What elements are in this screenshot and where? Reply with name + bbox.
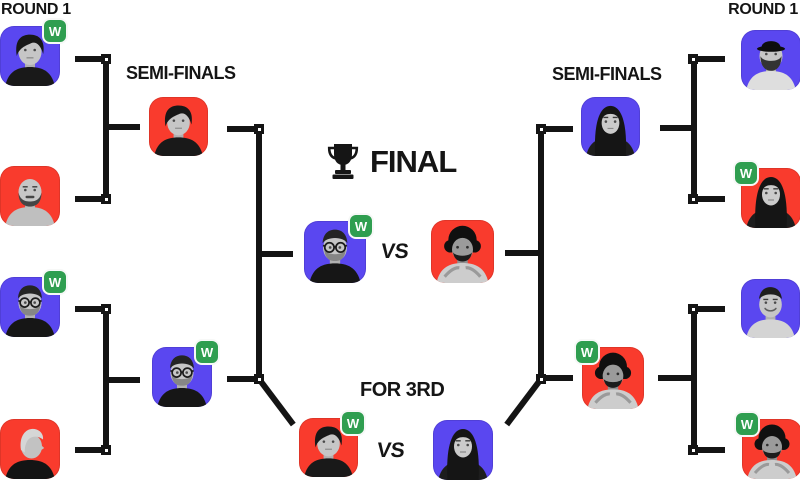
avatar-r-r1-p4[interactable]: W	[734, 411, 800, 479]
avatar-r-r1-p2[interactable]: W	[733, 160, 800, 228]
avatar-l-r1-p3[interactable]: W	[0, 269, 68, 337]
final-label: FINAL	[370, 143, 457, 179]
winner-badge: W	[574, 339, 600, 365]
man-dark-hair-icon	[304, 426, 353, 477]
bracket-line	[691, 306, 697, 453]
man-hat-beard-icon	[746, 41, 796, 90]
bracket-node	[536, 124, 546, 134]
avatar-l-sf-p1[interactable]	[149, 97, 208, 156]
bracket-node	[101, 54, 111, 64]
avatar-photo	[741, 30, 800, 90]
bracket-line	[538, 126, 544, 382]
bracket-node	[688, 445, 698, 455]
bracket-line	[75, 56, 106, 62]
man-bald-beard-icon	[5, 179, 55, 226]
semifinals-label-left: SEMI-FINALS	[126, 63, 236, 83]
bracket-node	[536, 374, 546, 384]
bracket-node	[101, 194, 111, 204]
bracket-line	[694, 56, 725, 62]
winner-badge: W	[42, 18, 68, 44]
woman-long-hair-icon	[438, 429, 488, 480]
winner-badge: W	[194, 339, 220, 365]
avatar-photo	[741, 279, 800, 338]
avatar-photo	[742, 419, 800, 479]
avatar-photo	[581, 97, 640, 156]
avatar-final-right[interactable]	[431, 220, 494, 283]
bracket-node	[688, 304, 698, 314]
final-header: FINAL	[326, 142, 457, 180]
winner-badge: W	[42, 269, 68, 295]
man-smiling-icon	[746, 287, 795, 338]
bracket-line	[694, 306, 725, 312]
avatar-photo	[741, 168, 800, 228]
bracket-node	[101, 445, 111, 455]
bracket-line	[505, 250, 540, 256]
avatar-photo	[431, 220, 494, 283]
man-glasses-icon	[5, 285, 55, 337]
round1-label-left: ROUND 1	[1, 1, 71, 18]
winner-badge: W	[348, 213, 374, 239]
bracket-line	[694, 447, 725, 453]
bracket-line	[259, 251, 293, 257]
man-glasses-icon	[309, 229, 361, 283]
bracket-line	[106, 124, 140, 130]
man-afro-icon	[587, 352, 639, 409]
man-dark-hair-icon	[154, 105, 203, 156]
winner-badge: W	[733, 160, 759, 186]
bracket-line	[541, 375, 573, 381]
avatar-l-r1-p2[interactable]	[0, 166, 60, 226]
bracket-node	[254, 374, 264, 384]
bracket-line	[694, 196, 725, 202]
avatar-l-sf-p2[interactable]: W	[152, 339, 220, 407]
bracket-line	[227, 126, 259, 132]
person-profile-icon	[5, 428, 55, 479]
round1-label-right: ROUND 1	[728, 1, 798, 18]
trophy-icon	[327, 144, 359, 179]
avatar-photo	[0, 26, 60, 86]
bracket-node	[254, 124, 264, 134]
winner-badge: W	[734, 411, 760, 437]
bracket-line	[106, 377, 140, 383]
avatar-r-sf-p1[interactable]	[581, 97, 640, 156]
woman-long-hair-icon	[586, 105, 635, 156]
avatar-photo	[299, 418, 358, 477]
avatar-photo	[0, 277, 60, 337]
semifinals-label-right: SEMI-FINALS	[552, 64, 662, 84]
bracket-line	[658, 375, 693, 381]
avatar-third-right[interactable]	[433, 420, 493, 480]
avatar-r-sf-p2[interactable]: W	[574, 339, 644, 409]
bracket-line	[691, 56, 697, 202]
winner-badge: W	[340, 410, 366, 436]
man-afro-icon	[747, 424, 797, 479]
bracket-node	[688, 194, 698, 204]
avatar-photo	[582, 347, 644, 409]
avatar-final-left[interactable]: W	[304, 213, 374, 283]
avatar-photo	[149, 97, 208, 156]
bracket-line	[541, 126, 573, 132]
bracket-node	[688, 54, 698, 64]
avatar-third-left[interactable]: W	[299, 410, 366, 477]
man-afro-icon	[436, 225, 489, 283]
bracket-line	[75, 306, 106, 312]
bracket-line	[227, 376, 259, 382]
woman-long-hair-icon	[746, 177, 796, 228]
avatar-photo	[0, 166, 60, 226]
avatar-l-r1-p1[interactable]: W	[0, 18, 68, 86]
avatar-photo	[0, 419, 60, 479]
bracket-line	[660, 125, 693, 131]
bracket-line	[75, 447, 106, 453]
man-glasses-icon	[157, 355, 207, 407]
avatar-l-r1-p4[interactable]	[0, 419, 60, 479]
avatar-photo	[304, 221, 366, 283]
avatar-photo	[433, 420, 493, 480]
for-third-label: FOR 3RD	[360, 379, 445, 401]
avatar-r-r1-p3[interactable]	[741, 279, 800, 338]
vs-label-final: VS	[379, 240, 410, 263]
bracket-node	[101, 304, 111, 314]
bracket-line	[75, 196, 106, 202]
man-dark-hair-icon	[5, 34, 55, 86]
vs-label-third: VS	[375, 439, 406, 462]
avatar-r-r1-p1[interactable]	[741, 30, 800, 90]
avatar-photo	[152, 347, 212, 407]
